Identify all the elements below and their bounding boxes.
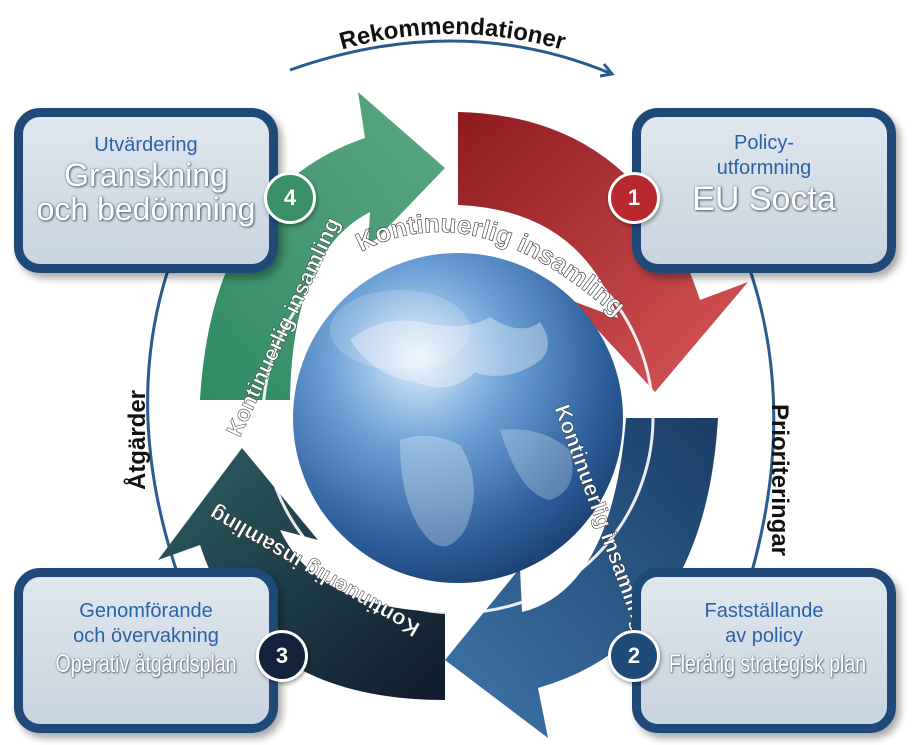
blue-arrow <box>445 418 718 738</box>
label-atgarder: Åtgärder <box>123 390 151 490</box>
step-2-title-line-1: Fastställande <box>704 600 824 622</box>
step-4-box: Utvärdering Granskning och bedömning <box>14 108 278 273</box>
step-4-subtitle-line-2: och bedömning <box>36 191 256 227</box>
step-3-title-line-2: och övervakning <box>73 625 219 647</box>
step-4-title: Utvärdering <box>94 134 198 156</box>
inner-ring <box>261 221 655 615</box>
step-1-title-line-2: utformning <box>716 157 812 179</box>
step-2-number-badge: 2 <box>608 630 660 682</box>
globe-image <box>293 253 623 583</box>
step-3-subtitle: Operativ åtgärdsplan <box>55 650 237 678</box>
step-2-subtitle: Flerårig strategisk plan <box>668 650 867 678</box>
step-1-number-badge: 1 <box>608 172 660 224</box>
label-prioriteringar: Prioriteringar <box>766 404 793 556</box>
step-1-box: Policy- utformning EU Socta <box>632 108 896 273</box>
red-arrow <box>458 112 748 392</box>
step-3-box: Genomförande och övervakning Operativ åt… <box>14 568 278 733</box>
step-3-title-line-1: Genomförande <box>79 600 213 622</box>
step-2-box: Fastställande av policy Flerårig strateg… <box>632 568 896 733</box>
step-4-subtitle-line-1: Granskning <box>64 157 228 193</box>
step-4-number-badge: 4 <box>264 172 316 224</box>
navy-arrow <box>158 448 445 700</box>
green-arrow <box>200 92 445 400</box>
step-1-subtitle: EU Socta <box>692 180 836 218</box>
step-3-number-badge: 3 <box>256 630 308 682</box>
step-1-title-line-1: Policy- <box>733 132 794 154</box>
step-2-title-line-2: av policy <box>725 625 803 647</box>
